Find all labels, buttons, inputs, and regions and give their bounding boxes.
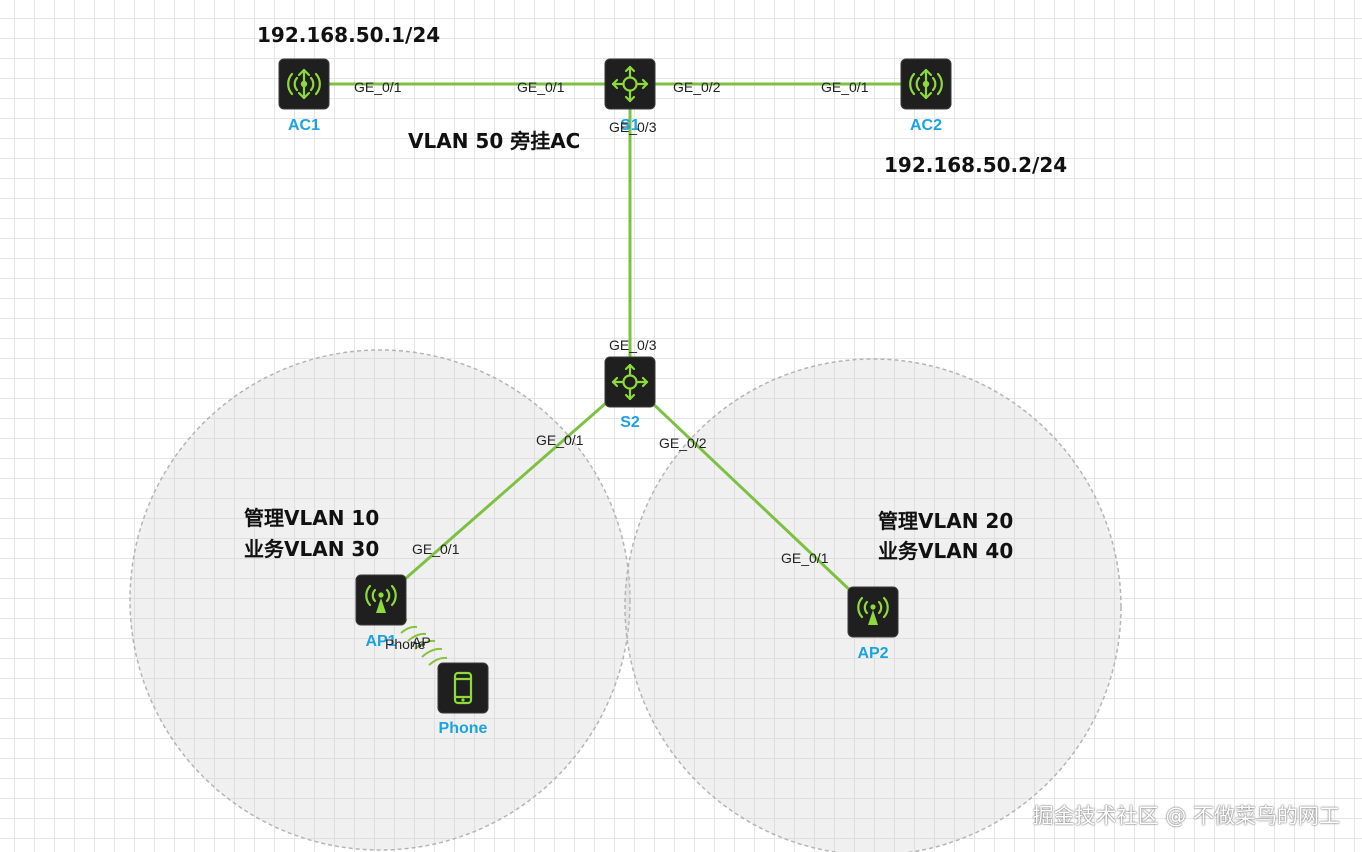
ap2-access-point-icon[interactable]	[846, 585, 900, 639]
s1-switch-icon[interactable]	[603, 57, 657, 111]
port-label-ac2-ge01: GE_0/1	[821, 79, 869, 95]
port-label-s1-ge02: GE_0/2	[673, 79, 721, 95]
wireless-label-phone: Phone	[385, 636, 426, 652]
port-label-s2-ge01: GE_0/1	[536, 432, 584, 448]
ap1-management-vlan: 管理VLAN 10	[244, 506, 379, 530]
port-label-ac1-ge01: GE_0/1	[354, 79, 402, 95]
ap1-service-vlan: 业务VLAN 30	[244, 537, 379, 561]
ac1-name-label: AC1	[288, 117, 320, 134]
wireless-label-ap: AP	[412, 634, 431, 650]
port-label-s2-ge02: GE_0/2	[659, 435, 707, 451]
ac1-ip-address: 192.168.50.1/24	[257, 23, 440, 47]
port-label-ap2-ge01: GE_0/1	[781, 550, 829, 566]
ap2-management-vlan: 管理VLAN 20	[878, 509, 1013, 533]
ac2-name-label: AC2	[910, 117, 942, 134]
ac2-device-icon[interactable]	[899, 57, 953, 111]
ac1-device-icon[interactable]	[277, 57, 331, 111]
link-s2-ap1[interactable]	[380, 380, 631, 602]
ap1-access-point-icon[interactable]	[354, 573, 408, 627]
ac2-ip-address: 192.168.50.2/24	[884, 153, 1067, 177]
ap2-name-label: AP2	[857, 645, 888, 662]
ap2-service-vlan: 业务VLAN 40	[878, 539, 1013, 563]
port-label-s2-ge03: GE_0/3	[609, 337, 657, 353]
s2-name-label: S2	[620, 414, 640, 431]
s2-switch-icon[interactable]	[603, 355, 657, 409]
watermark-text: 掘金技术社区 @ 不做菜鸟的网工	[1032, 804, 1340, 828]
port-label-s1-ge01: GE_0/1	[517, 79, 565, 95]
bypass-ac-note: VLAN 50 旁挂AC	[408, 129, 580, 153]
port-label-s1-ge03: GE_0/3	[609, 119, 657, 135]
phone-device-icon[interactable]	[436, 661, 490, 715]
s1-name-label: S1	[620, 117, 640, 134]
port-label-ap1-ge01: GE_0/1	[412, 541, 460, 557]
link-s2-ap2[interactable]	[628, 380, 875, 614]
phone-name-label: Phone	[439, 720, 488, 737]
ap1-name-label: AP1	[365, 633, 396, 650]
